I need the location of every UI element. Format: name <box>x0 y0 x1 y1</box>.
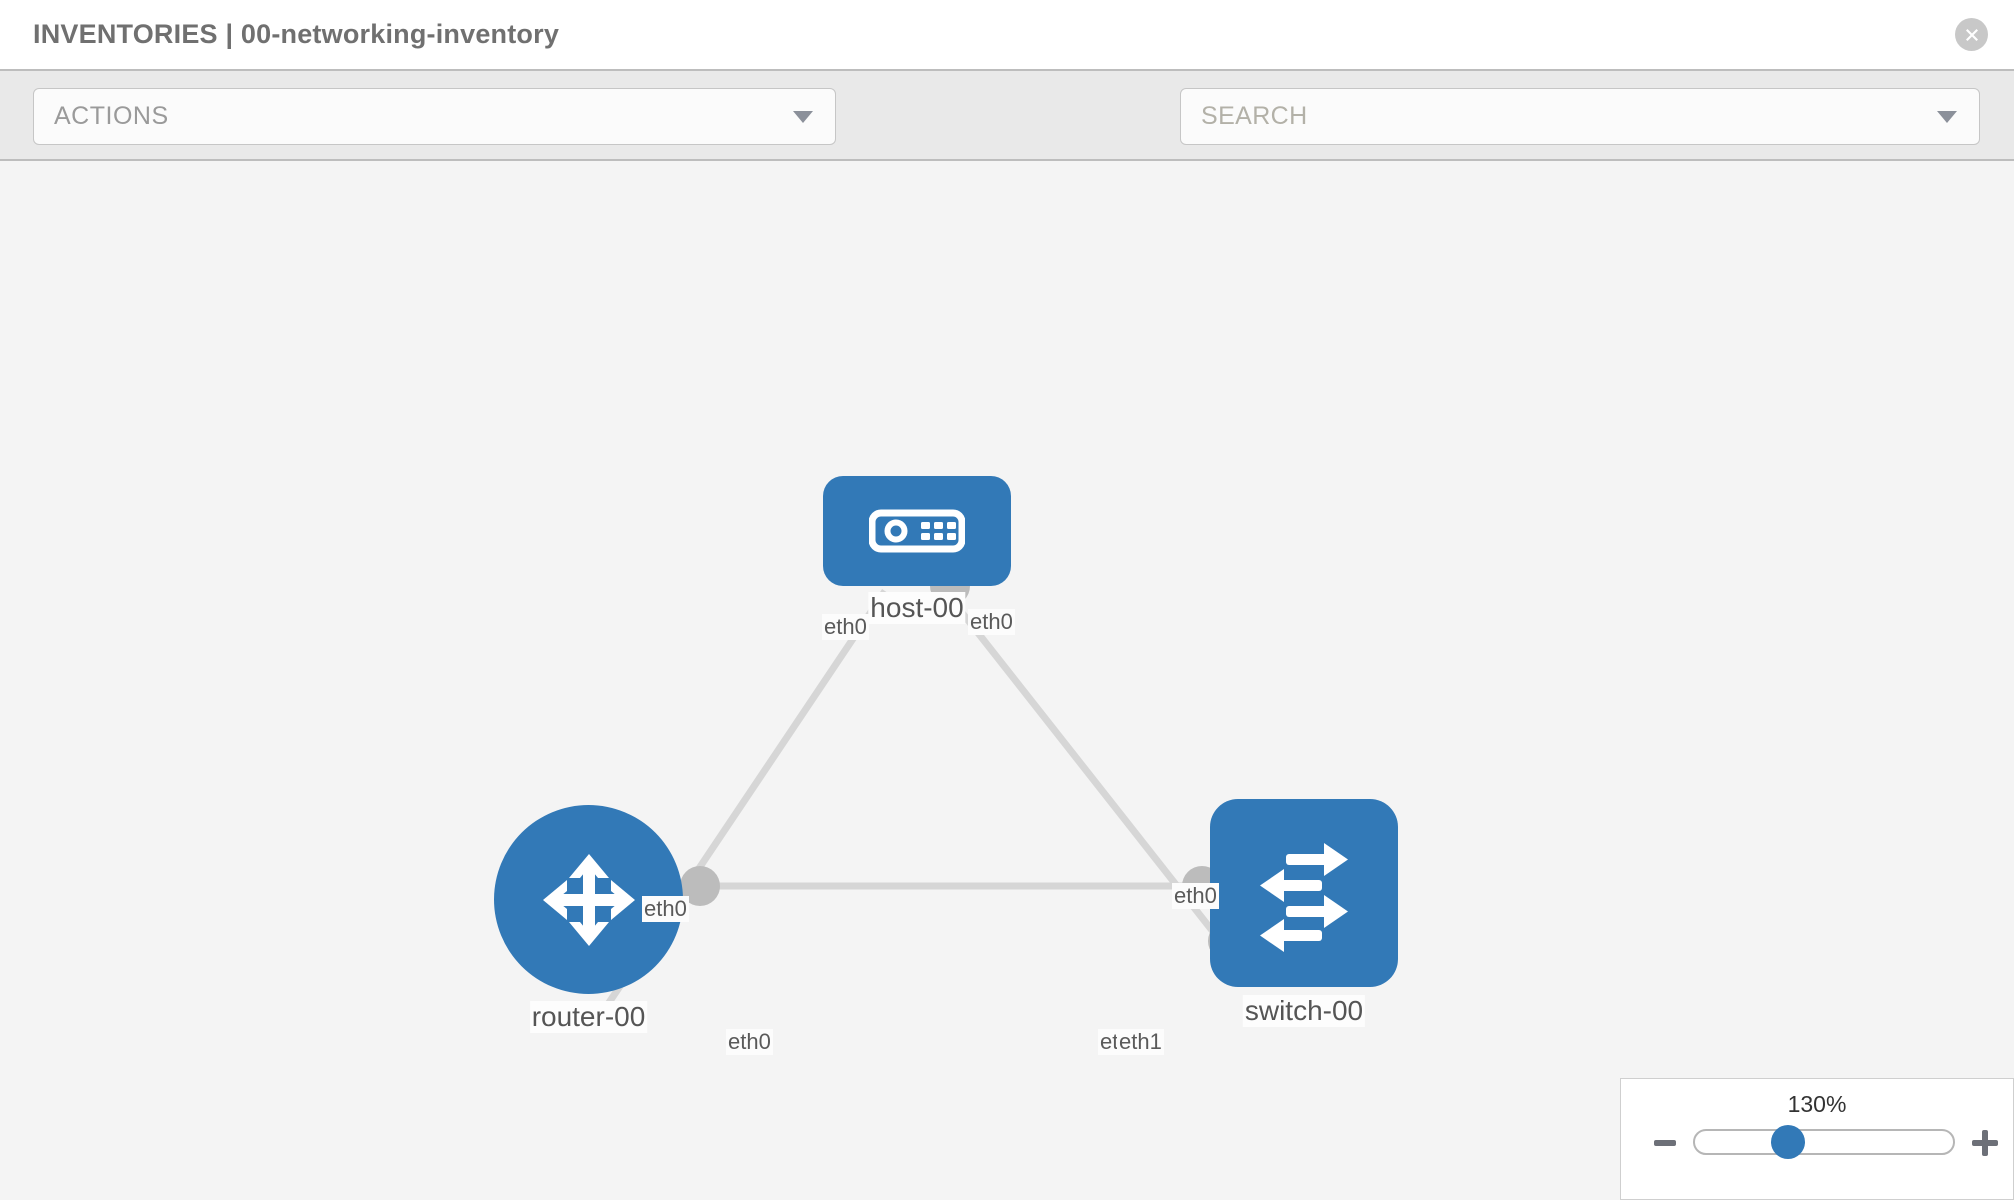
node-switch-00[interactable]: switch-00 <box>1210 799 1398 1027</box>
zoom-control-panel: 130% <box>1620 1078 2014 1200</box>
node-host-00[interactable]: host-00 <box>823 476 1011 624</box>
close-icon[interactable] <box>1955 18 1988 51</box>
minus-bar <box>1654 1140 1676 1146</box>
link-host-switch[interactable] <box>942 588 1243 969</box>
zoom-level-value: 130% <box>1787 1091 1847 1117</box>
plus-icon[interactable] <box>1969 1127 2001 1159</box>
window-header: INVENTORIES | 00-networking-inventory <box>0 0 2014 69</box>
edge-label-router-up-eth0: eth0 <box>642 896 689 922</box>
zoom-slider-thumb[interactable] <box>1771 1125 1805 1159</box>
search-input[interactable]: SEARCH <box>1180 88 1980 145</box>
edge-label-router-right-eth0: eth0 <box>726 1029 773 1055</box>
switch-arrows-icon <box>1210 799 1398 987</box>
minus-icon[interactable] <box>1649 1127 1681 1159</box>
topology-links <box>597 588 1243 1018</box>
actions-dropdown[interactable]: ACTIONS <box>33 88 836 145</box>
actions-dropdown-label: ACTIONS <box>54 102 169 130</box>
plus-vertical-bar <box>1982 1130 1988 1156</box>
node-label-host-00: host-00 <box>868 592 966 624</box>
zoom-slider[interactable] <box>1693 1129 1955 1155</box>
edge-label-switch-up-eth0: eth0 <box>1172 883 1219 909</box>
page-title: INVENTORIES | 00-networking-inventory <box>33 19 560 49</box>
topology-toolbar: ACTIONS SEARCH <box>0 69 2014 204</box>
edge-label-host-left-eth0: eth0 <box>822 614 869 640</box>
chevron-down-icon <box>793 110 813 123</box>
edge-label-switch-left-eth1: eth1 <box>1117 1029 1164 1055</box>
search-placeholder-label: SEARCH <box>1201 102 1308 130</box>
topology-canvas[interactable]: host-00 <box>0 161 2014 1200</box>
server-icon <box>823 476 1011 586</box>
edge-label-host-right-eth0: eth0 <box>968 609 1015 635</box>
chevron-down-icon[interactable] <box>1937 110 1957 123</box>
node-label-router-00: router-00 <box>529 1001 648 1033</box>
node-label-switch-00: switch-00 <box>1242 995 1366 1027</box>
